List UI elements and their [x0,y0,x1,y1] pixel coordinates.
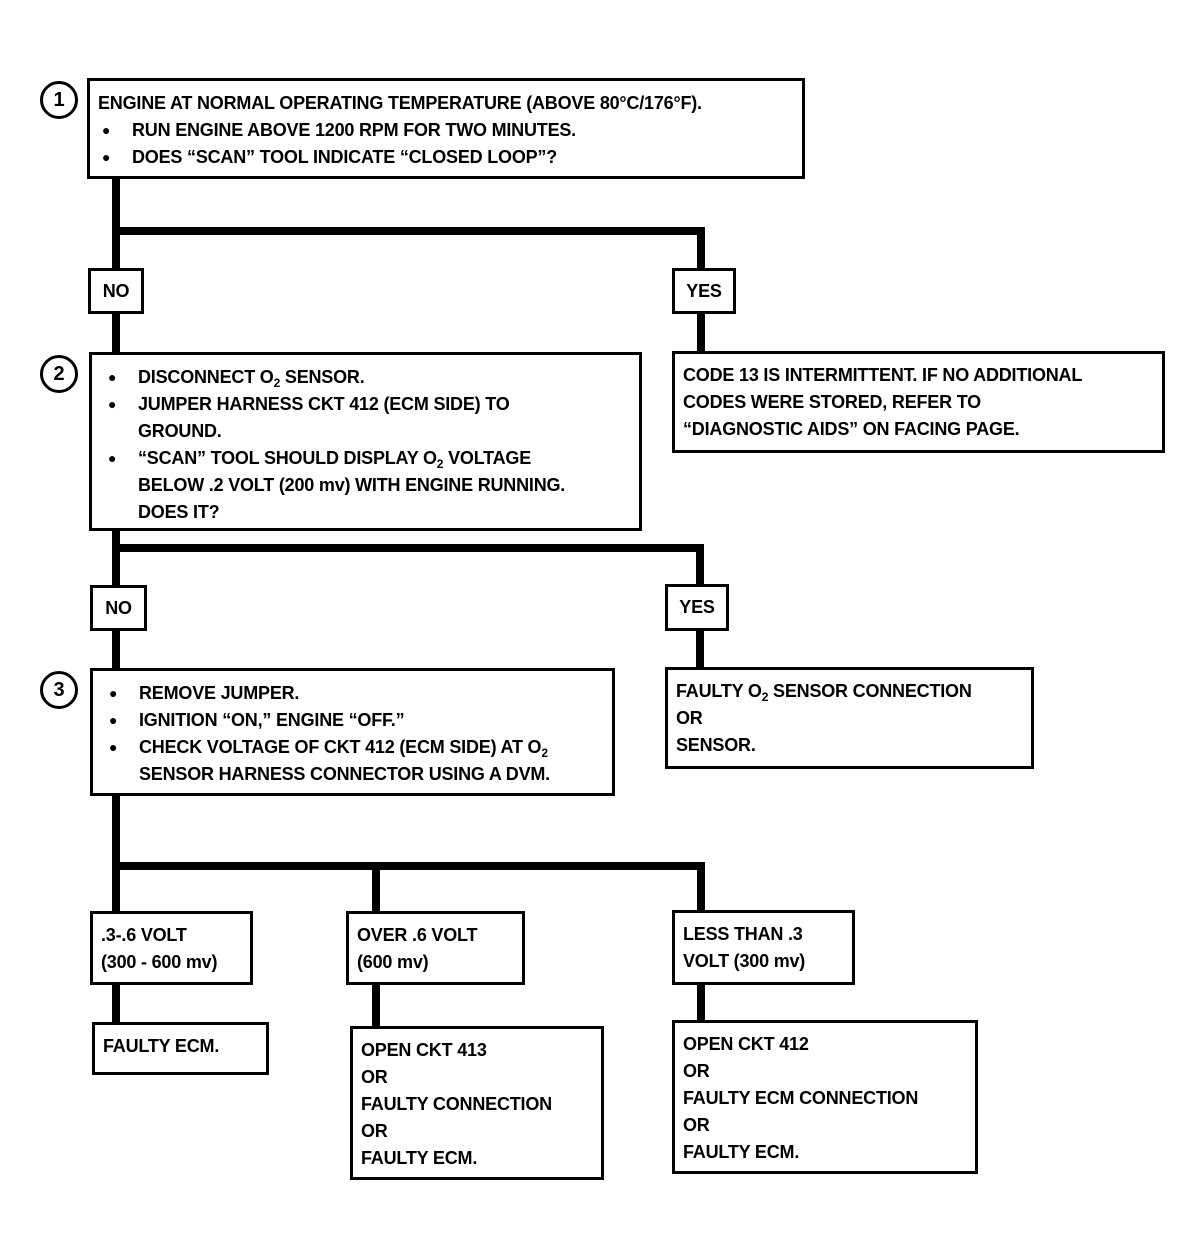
result-faulty-ecm-box: FAULTY ECM. [92,1022,269,1075]
step2-yes-label: YES [665,584,729,631]
result-open-ckt413-box: OPEN CKT 413 OR FAULTY CONNECTION OR FAU… [350,1026,604,1180]
step1-condition: ENGINE AT NORMAL OPERATING TEMPERATURE (… [98,93,702,113]
range-over-06-volt-box: OVER .6 VOLT (600 mv) [346,911,525,985]
step3-box: REMOVE JUMPER. IGNITION “ON,” ENGINE “OF… [90,668,615,796]
step-number-2: 2 [40,355,78,393]
step2-box: DISCONNECT O2 SENSOR. JUMPER HARNESS CKT… [89,352,642,531]
step1-bullet-closed-loop: DOES “SCAN” TOOL INDICATE “CLOSED LOOP”? [98,144,794,171]
step2-bullet-disconnect: DISCONNECT O2 SENSOR. [104,364,631,391]
code13-intermittent-box: CODE 13 IS INTERMITTENT. IF NO ADDITIONA… [672,351,1165,453]
range-03-06-volt-box: .3-.6 VOLT (300 - 600 mv) [90,911,253,985]
step3-bullet-check-voltage: CHECK VOLTAGE OF CKT 412 (ECM SIDE) AT O… [105,734,604,788]
step2-bullet-jumper: JUMPER HARNESS CKT 412 (ECM SIDE) TO GRO… [104,391,631,445]
step2-bullet-scan-display: “SCAN” TOOL SHOULD DISPLAY O2 VOLTAGE BE… [104,445,631,526]
step1-bullet-run-engine: RUN ENGINE ABOVE 1200 RPM FOR TWO MINUTE… [98,117,794,144]
step3-bullet-ignition: IGNITION “ON,” ENGINE “OFF.” [105,707,604,734]
step1-box: ENGINE AT NORMAL OPERATING TEMPERATURE (… [87,78,805,179]
step1-no-label: NO [88,268,144,314]
faulty-o2-sensor-box: FAULTY O2 SENSOR CONNECTION OR SENSOR. [665,667,1034,769]
result-open-ckt412-box: OPEN CKT 412 OR FAULTY ECM CONNECTION OR… [672,1020,978,1174]
step2-no-label: NO [90,585,147,631]
step3-bullet-remove-jumper: REMOVE JUMPER. [105,680,604,707]
step-number-1: 1 [40,81,78,119]
step1-yes-label: YES [672,268,736,314]
step-number-3: 3 [40,671,78,709]
range-less-than-03-volt-box: LESS THAN .3 VOLT (300 mv) [672,910,855,985]
